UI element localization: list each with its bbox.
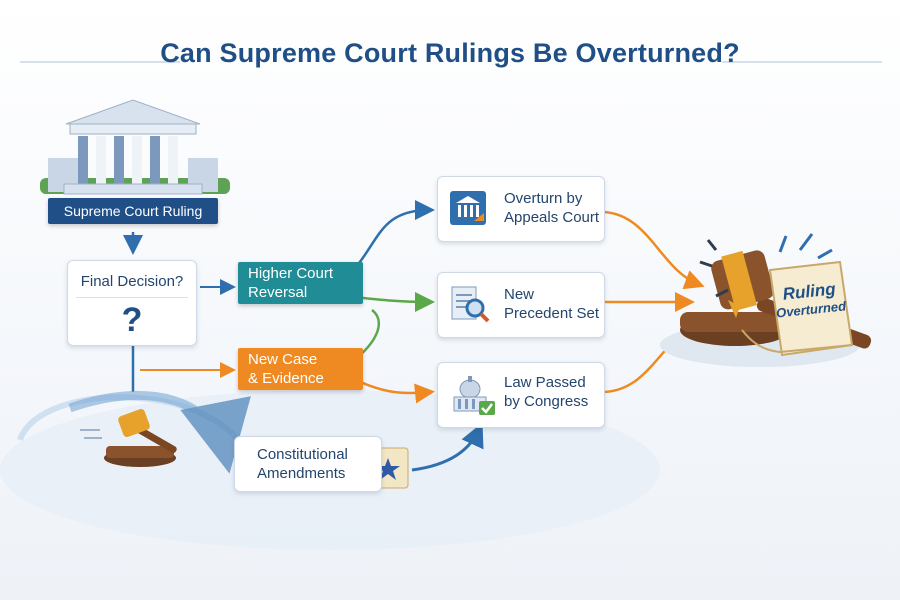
law-passed-text: Law Passed by Congress xyxy=(504,374,589,410)
supreme-court-building-icon xyxy=(40,99,230,195)
new-precedent-card: New Precedent Set xyxy=(437,272,605,338)
higher-court-reversal-text: Higher Court Reversal xyxy=(248,265,334,301)
appeals-court-card: Overturn by Appeals Court xyxy=(437,176,605,242)
new-case-evidence-text: New Case & Evidence xyxy=(248,351,324,387)
appeals-court-text: Overturn by Appeals Court xyxy=(504,190,600,226)
arrow-higher-court-to-appeals xyxy=(351,200,435,273)
new-case-evidence-box: New Case & Evidence xyxy=(238,348,363,390)
final-decision-label: Final Decision? xyxy=(80,273,184,290)
final-decision-card: Final Decision? ? xyxy=(67,260,197,346)
document-magnifier-icon xyxy=(448,283,492,327)
question-mark-icon: ? xyxy=(121,301,143,339)
gavel-small-icon xyxy=(80,409,177,467)
constitutional-amendments-card: Constitutional Amendments xyxy=(234,436,382,492)
law-passed-card: Law Passed by Congress xyxy=(437,362,605,428)
supreme-court-ruling-label: Supreme Court Ruling xyxy=(48,198,218,224)
supreme-court-ruling-text: Supreme Court Ruling xyxy=(63,202,203,219)
arrow-to-amendments xyxy=(68,391,251,474)
ruling-overturned-illustration xyxy=(660,233,872,367)
constitutional-amendments-text: Constitutional Amendments xyxy=(257,446,348,482)
title-divider-right xyxy=(722,61,882,63)
courthouse-icon xyxy=(450,191,486,225)
page-title: Can Supreme Court Rulings Be Overturned? xyxy=(160,38,740,68)
final-decision-divider xyxy=(76,297,188,298)
arrow-appeals-to-result xyxy=(603,210,705,290)
capitol-check-icon xyxy=(448,371,496,419)
arrow-amendments-to-law xyxy=(411,422,484,472)
title-container: Can Supreme Court Rulings Be Overturned? xyxy=(0,38,900,69)
higher-court-reversal-box: Higher Court Reversal xyxy=(238,262,363,304)
new-precedent-text: New Precedent Set xyxy=(504,286,600,322)
title-divider-left xyxy=(20,61,180,63)
